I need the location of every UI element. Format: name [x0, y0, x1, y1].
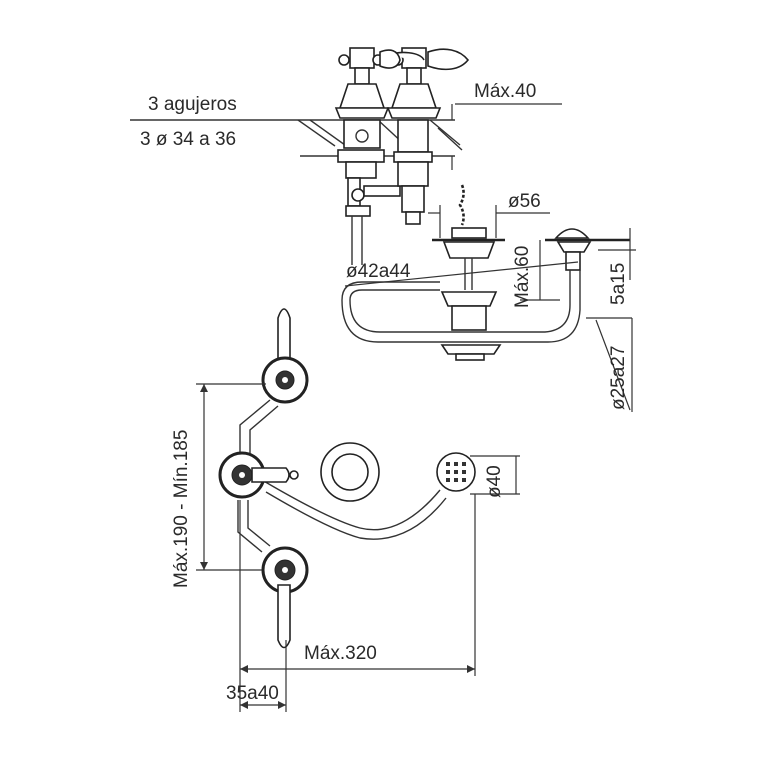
pop-up-knob — [320, 442, 380, 502]
pop-up-waste — [432, 184, 505, 361]
label-max-40: Máx.40 — [474, 81, 536, 102]
center-valve — [218, 451, 299, 499]
rim-spray — [545, 228, 630, 271]
label-holes-count: 3 agujeros — [148, 94, 237, 115]
label-max-60: Máx.60 — [512, 246, 533, 308]
label-spray-head-diameter: ø40 — [484, 465, 505, 498]
label-max-reach: Máx.320 — [304, 643, 377, 664]
label-spray-hole: ø25a27 — [608, 346, 629, 410]
bottom-valve — [261, 546, 309, 649]
top-valve — [261, 308, 309, 404]
label-pop-up-diameter: ø56 — [508, 191, 541, 212]
label-offset: 35a40 — [226, 683, 279, 704]
label-handle-spacing: Máx.190 - Mín.185 — [171, 430, 192, 588]
side-elevation: Máx.40 3 agujeros 3 ø 34 a 36 ø56 Máx.60… — [130, 47, 636, 412]
plan-view: Máx.190 - Mín.185 ø40 Máx.320 35a40 — [171, 308, 520, 712]
right-valve — [385, 47, 470, 225]
spray-head — [436, 452, 476, 492]
left-valve — [334, 47, 390, 265]
label-holes-diameter: 3 ø 34 a 36 — [140, 129, 236, 150]
label-waste-hole: ø42a44 — [346, 261, 411, 282]
label-rim-5a15: 5a15 — [608, 263, 629, 305]
